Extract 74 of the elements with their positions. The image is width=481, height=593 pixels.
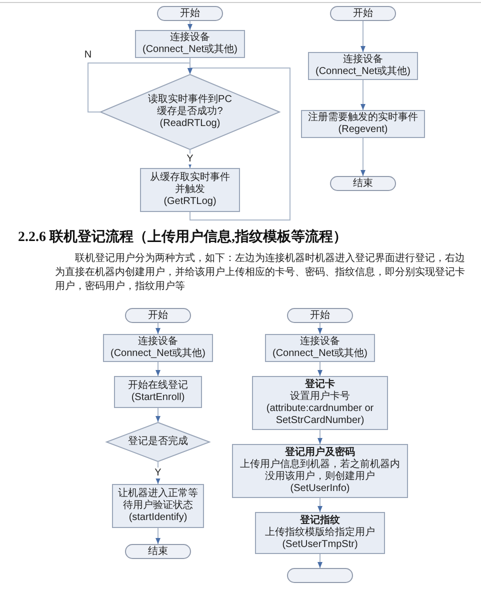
step-text: 连接设备: [300, 336, 340, 348]
terminal-shape: [157, 6, 223, 21]
process-box: [265, 334, 375, 362]
step-text: 连接设备: [138, 336, 178, 348]
step-text: (Connect_Net或其他): [315, 66, 411, 78]
section-heading: 2.2.6 联机登记流程（上传用户信息,指纹模板等流程）: [18, 229, 347, 247]
terminal-label: 开始: [310, 310, 330, 322]
terminal-label: 结束: [148, 546, 168, 558]
step-text: 注册需要触发的实时事件: [308, 112, 418, 124]
decision-diamond: [100, 74, 280, 150]
step-text: (Connect_Net或其他): [110, 348, 206, 360]
arrow: [88, 62, 192, 112]
terminal-label: 结束: [353, 178, 373, 190]
process-box: [103, 334, 213, 362]
process-box: [140, 168, 240, 212]
step-text: 设置用户卡号: [290, 391, 350, 403]
arrow: [188, 20, 192, 30]
process-box: [308, 52, 418, 80]
terminal-shape: [125, 544, 191, 559]
edge-label: Y: [154, 468, 162, 478]
terminal-shape: [330, 6, 396, 21]
arrow: [156, 362, 160, 376]
process-box: [255, 512, 385, 554]
decision-text: 登记是否完成: [128, 436, 188, 448]
process-box: [252, 376, 388, 430]
step-title: 登记用户及密码: [285, 447, 355, 458]
step-text: (SetUserTmpStr): [282, 539, 358, 551]
step-text: 让机器进入正常等待用户验证状态: [117, 488, 199, 512]
arrow: [188, 68, 290, 220]
step-text: 连接设备: [170, 32, 210, 44]
step-text: 从缓存取实时事件并触发: [149, 172, 231, 196]
step-title: 登记指纹: [300, 515, 340, 526]
arrow: [318, 430, 322, 444]
arrow: [360, 20, 366, 52]
step-text: (Regevent): [338, 124, 388, 136]
step-text: 上传指纹模版给指定用户: [265, 527, 375, 539]
arrow: [318, 498, 322, 512]
process-box: [301, 110, 425, 138]
arrow: [156, 408, 160, 422]
body-paragraph: 联机登记用户分为两种方式，如下：左边为连接机器时机器进入登记界面进行登记，右边为直接在机器内创建用户，并给该用户上传相应的卡号、密码、指纹信息，即分别实现登记卡用户，密码用户，指纹用户等: [55, 252, 466, 294]
step-text: (StartEnroll): [131, 392, 185, 404]
terminal-shape: [287, 568, 353, 583]
edge-label: N: [83, 50, 93, 60]
terminal-shape: [330, 176, 396, 191]
arrow: [156, 528, 160, 544]
step-text: (GetRTLog): [164, 196, 216, 208]
step-text: (Connect_Net或其他): [272, 348, 368, 360]
arrow: [360, 80, 366, 110]
step-text: 上传用户信息到机器，若之前机器内没用该用户，则创建用户: [239, 459, 401, 483]
terminal-label: 开始: [148, 310, 168, 322]
arrow: [318, 362, 322, 376]
step-text: (attribute:cardnumber or SetStrCardNumber): [265, 403, 375, 427]
process-box: [232, 444, 408, 498]
step-text: (Connect_Net或其他): [142, 44, 238, 56]
terminal-shape: [287, 308, 353, 323]
terminal-shape: [125, 308, 191, 323]
arrow: [360, 138, 366, 176]
step-text: (startIdentify): [128, 512, 188, 524]
decision-text: (ReadRTLog): [160, 118, 220, 130]
decision-diamond: [106, 422, 210, 462]
process-box: [135, 30, 245, 58]
decision-text: 读取实时事件到PC缓存是否成功?: [147, 94, 233, 118]
terminal-label: 开始: [180, 8, 200, 20]
step-text: (SetUserInfo): [290, 483, 350, 495]
arrow: [156, 322, 160, 334]
arrow: [318, 322, 322, 334]
step-title: 登记卡: [305, 379, 335, 390]
process-box: [112, 484, 204, 528]
arrow: [318, 554, 322, 568]
step-text: 连接设备: [343, 54, 383, 66]
edge-label: Y: [186, 154, 194, 164]
process-box: [114, 376, 202, 408]
terminal-label: 开始: [353, 8, 373, 20]
step-text: 开始在线登记: [128, 380, 188, 392]
